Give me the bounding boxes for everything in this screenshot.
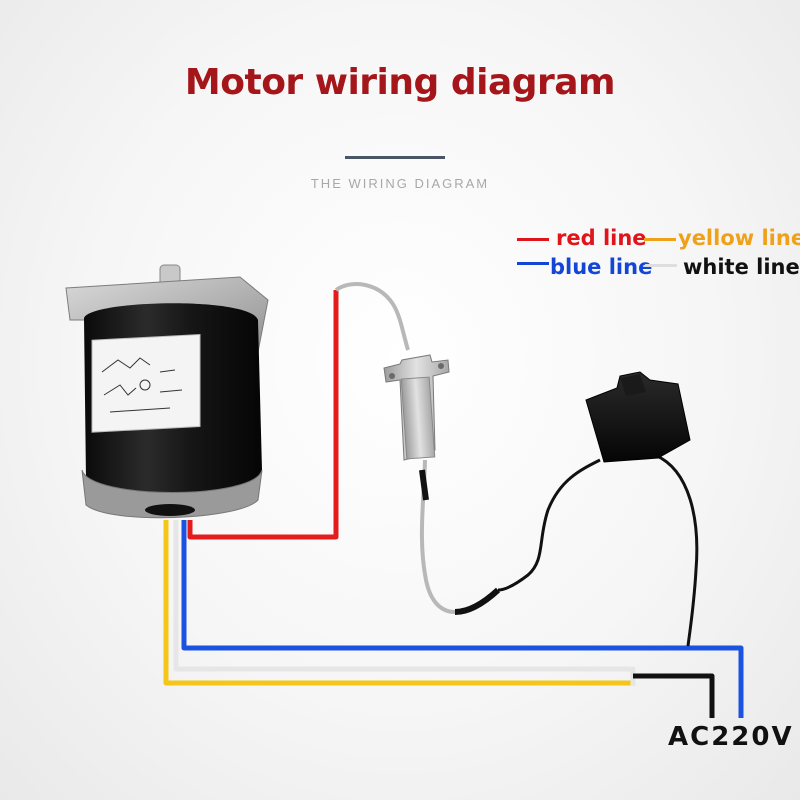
- legend-blue-label: blue line: [550, 255, 653, 279]
- black-wire: [633, 673, 715, 718]
- yellow-wire: [163, 520, 633, 686]
- capacitor: [585, 371, 691, 463]
- legend-yellow-label: yellow line: [678, 226, 800, 250]
- heat-shrink: [419, 469, 501, 615]
- legend-yellow-swatch: [644, 238, 676, 241]
- blue-wire: [181, 520, 744, 718]
- resistor-lead-bottom: [419, 459, 500, 615]
- capacitor-lead-2: [654, 453, 699, 647]
- diagram-title: Motor wiring diagram: [184, 62, 616, 103]
- legend-white-label: white line: [683, 255, 800, 279]
- power-label: AC220V: [668, 722, 794, 752]
- legend-blue-swatch: [517, 262, 549, 265]
- legend-white-swatch: [645, 264, 677, 267]
- title-divider: [345, 156, 445, 159]
- red-wire: [187, 290, 339, 540]
- legend-red-label: red line: [556, 226, 647, 250]
- resistor: [383, 354, 450, 461]
- white-wire: [173, 520, 636, 686]
- capacitor-lead-1: [497, 458, 601, 592]
- resistor-lead-top: [334, 282, 410, 351]
- legend-red-swatch: [517, 238, 549, 241]
- motor: [65, 264, 269, 519]
- diagram-subtitle: THE WIRING DIAGRAM: [310, 176, 490, 191]
